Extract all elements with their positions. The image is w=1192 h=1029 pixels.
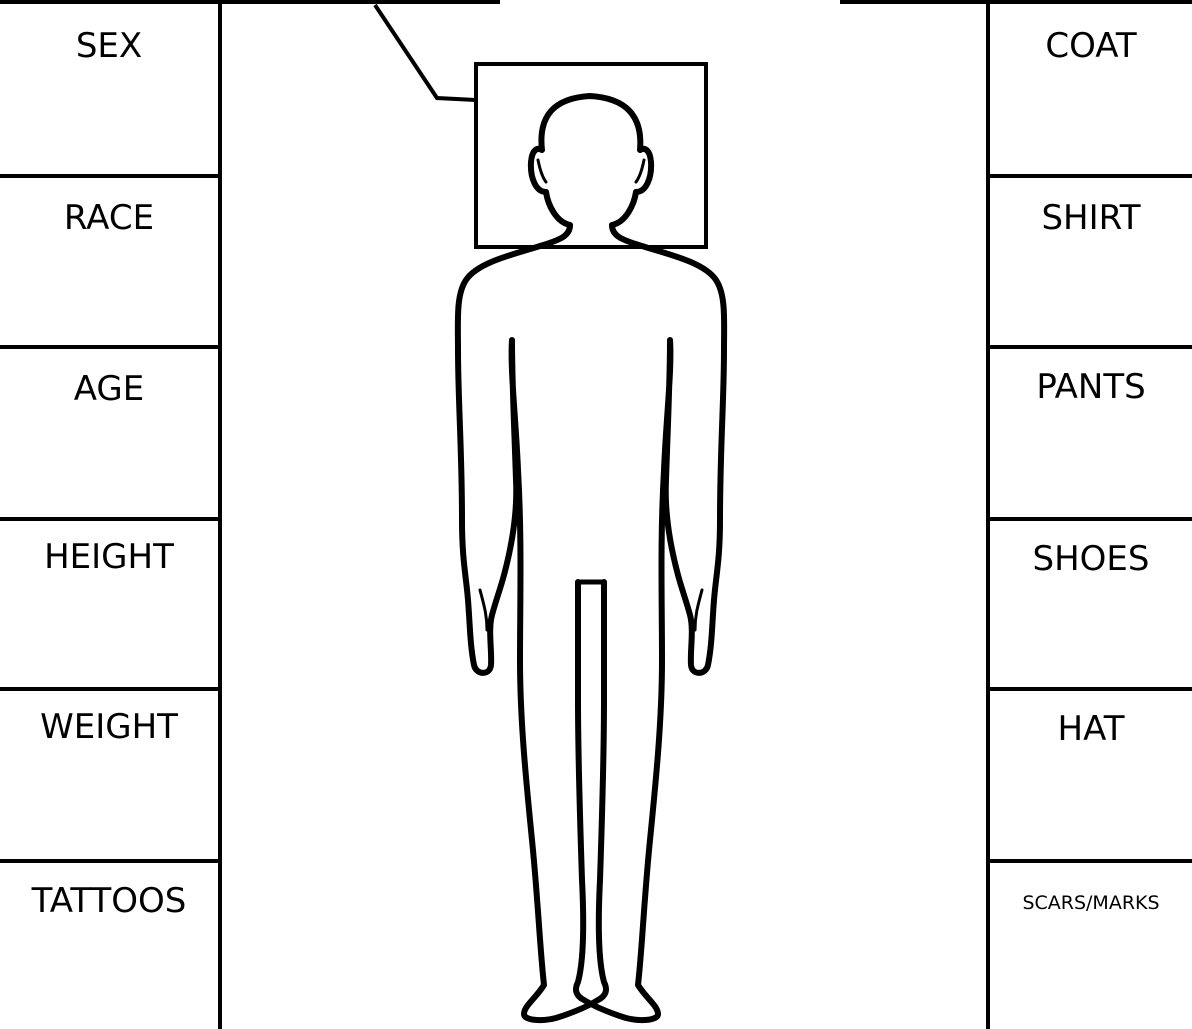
field-weight[interactable]: WEIGHT bbox=[0, 691, 218, 859]
body-outline-figure bbox=[222, 0, 986, 1029]
field-scars-marks[interactable]: SCARS/MARKS bbox=[990, 863, 1192, 1029]
right-field-column: COAT SHIRT PANTS SHOES HAT SCARS/MARKS bbox=[986, 0, 1192, 1029]
head-callout-line bbox=[375, 5, 476, 100]
body-silhouette bbox=[458, 96, 724, 1020]
head-callout-box bbox=[476, 64, 706, 247]
field-label-shoes: SHOES bbox=[990, 539, 1192, 579]
field-label-coat: COAT bbox=[990, 26, 1192, 66]
left-field-column: SEX RACE AGE HEIGHT WEIGHT TATTOOS bbox=[0, 0, 222, 1029]
field-tattoos[interactable]: TATTOOS bbox=[0, 863, 218, 1029]
field-pants[interactable]: PANTS bbox=[990, 349, 1192, 517]
field-label-tattoos: TATTOOS bbox=[0, 881, 218, 921]
field-age[interactable]: AGE bbox=[0, 349, 218, 517]
field-height[interactable]: HEIGHT bbox=[0, 521, 218, 687]
field-race[interactable]: RACE bbox=[0, 178, 218, 345]
field-label-sex: SEX bbox=[0, 26, 218, 66]
field-label-pants: PANTS bbox=[990, 367, 1192, 407]
field-sex[interactable]: SEX bbox=[0, 0, 218, 174]
field-label-age: AGE bbox=[0, 369, 218, 409]
field-shoes[interactable]: SHOES bbox=[990, 521, 1192, 687]
field-shirt[interactable]: SHIRT bbox=[990, 178, 1192, 345]
field-label-height: HEIGHT bbox=[0, 537, 218, 577]
field-coat[interactable]: COAT bbox=[990, 0, 1192, 174]
head-outline bbox=[531, 96, 651, 225]
field-hat[interactable]: HAT bbox=[990, 691, 1192, 859]
field-label-shirt: SHIRT bbox=[990, 198, 1192, 238]
field-label-hat: HAT bbox=[990, 709, 1192, 749]
field-label-scars-marks: SCARS/MARKS bbox=[990, 891, 1192, 915]
field-label-race: RACE bbox=[0, 198, 218, 238]
field-label-weight: WEIGHT bbox=[0, 707, 218, 747]
